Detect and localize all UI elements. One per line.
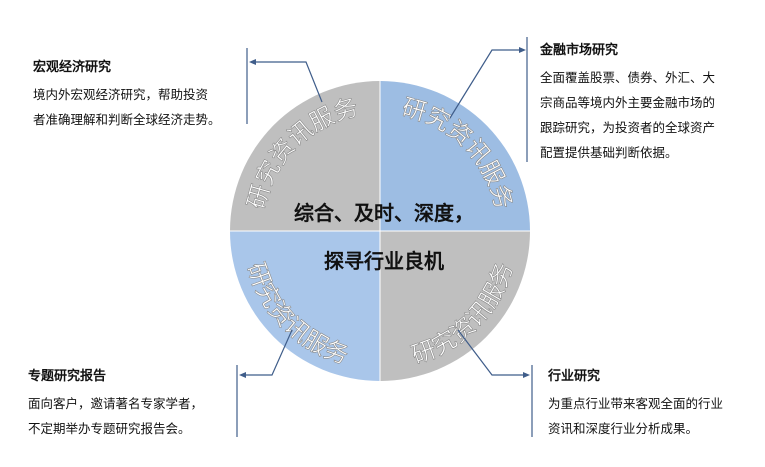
center-line-1: 综合、及时、深度， — [294, 201, 474, 225]
macro-title: 宏观经济研究 — [33, 60, 112, 75]
industry-line-2: 资讯和深度行业分析成果。 — [548, 421, 699, 436]
quadrant-bottom-left — [230, 231, 380, 381]
market-line-3: 跟踪研究，为投资者的全球资产 — [540, 120, 716, 135]
industry-research-block: 行业研究 为重点行业带来客观全面的行业 资讯和深度行业分析成果。 — [548, 364, 723, 441]
market-title: 金融市场研究 — [540, 43, 619, 58]
special-title: 专题研究报告 — [28, 369, 107, 384]
center-line-2: 探寻行业良机 — [324, 249, 444, 273]
quadrant-top-left — [230, 81, 380, 231]
special-line-1: 面向客户，邀请著名专家学者， — [28, 396, 204, 411]
leader-lines — [236, 37, 533, 437]
macro-line-2: 者准确理解和判断全球经济走势。 — [33, 112, 221, 127]
market-research-block: 金融市场研究 全面覆盖股票、债券、外汇、大 宗商品等境内外主要金融市场的 跟踪研… — [540, 38, 715, 165]
special-report-block: 专题研究报告 面向客户，邀请著名专家学者， 不定期举办专题研究报告会。 — [28, 364, 203, 441]
quadrant-top-right — [380, 81, 530, 231]
arrow-icons — [239, 47, 530, 378]
macro-research-block: 宏观经济研究 境内外宏观经济研究，帮助投资 者准确理解和判断全球经济走势。 — [33, 55, 221, 132]
macro-line-1: 境内外宏观经济研究，帮助投资 — [33, 87, 209, 102]
industry-line-1: 为重点行业带来客观全面的行业 — [548, 396, 724, 411]
quadrant-bottom-right — [380, 231, 530, 381]
market-line-2: 宗商品等境内外主要金融市场的 — [540, 95, 716, 110]
market-line-4: 配置提供基础判断依据。 — [540, 145, 678, 160]
market-line-1: 全面覆盖股票、债券、外汇、大 — [540, 70, 716, 85]
industry-title: 行业研究 — [548, 369, 601, 384]
special-line-2: 不定期举办专题研究报告会。 — [28, 421, 191, 436]
